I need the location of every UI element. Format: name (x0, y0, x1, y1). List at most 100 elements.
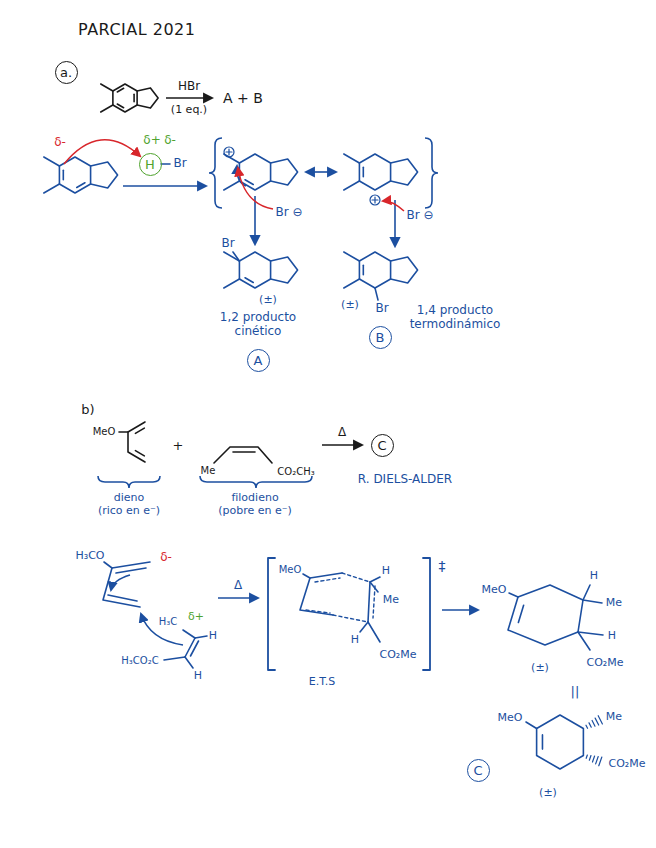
bond-line (135, 451, 144, 456)
chem-label: MeO (498, 712, 523, 725)
chem-label: Br ⊖ (406, 209, 433, 223)
ring-bond (537, 715, 584, 769)
bond-line (245, 278, 253, 283)
hashed-wedge (589, 756, 591, 761)
ring-bond (91, 162, 118, 188)
bond-line (191, 641, 199, 656)
reaction-arrow (442, 609, 478, 611)
ring-bond (271, 257, 298, 283)
ring-bond (137, 88, 158, 108)
chem-label: Me (383, 594, 399, 607)
methyl-bond (101, 105, 113, 112)
methyl-bond (44, 184, 60, 193)
chem-label: Me (606, 597, 622, 610)
bond-line (104, 562, 112, 568)
page-title: PARCIAL 2021 (78, 20, 195, 39)
bond-line (108, 595, 137, 601)
chem-label: b) (81, 403, 94, 418)
bond-line (135, 428, 144, 433)
circled-label: A (247, 349, 270, 372)
curved-arrow (141, 614, 183, 645)
chem-label: (±) (341, 299, 359, 312)
bond-line (164, 657, 185, 660)
hashed-wedge (592, 756, 594, 762)
hashed-wedge (586, 725, 588, 728)
bracket (268, 558, 275, 670)
bond-line (333, 615, 368, 622)
reaction-arrow (394, 200, 396, 246)
bond-line (77, 183, 85, 188)
chem-label: Me (201, 465, 216, 477)
chem-label: H₃CO (75, 550, 104, 563)
chem-label: R. DIELS-ALDER (358, 473, 452, 487)
chem-label: H (590, 570, 598, 583)
bond-line (133, 94, 135, 101)
curved-arrow (238, 168, 273, 209)
chem-label: filodieno (pobre en e⁻) (218, 492, 292, 517)
chem-label: E.T.S (309, 676, 335, 689)
chem-label: CO₂Me (608, 758, 645, 771)
bond-line (370, 577, 380, 582)
chem-label: δ- (164, 134, 176, 148)
bracket (423, 558, 430, 670)
chem-label: || (571, 685, 580, 700)
methyl-bond (224, 279, 240, 288)
chem-label: 1,2 producto cinético (220, 311, 296, 339)
circled-label: a. (55, 61, 78, 84)
ring-bond (508, 585, 583, 645)
bond-line (375, 288, 378, 300)
ring-bond (239, 252, 270, 288)
chem-label: δ+ (188, 611, 204, 624)
node-text: a. (60, 65, 72, 80)
methyl-bond (101, 84, 113, 91)
bond-line (360, 622, 368, 632)
chem-label: Δ (338, 426, 346, 440)
bond-line (518, 605, 523, 622)
reaction-arrow (322, 444, 362, 446)
charge-symbol (228, 149, 229, 155)
bond-line (303, 574, 310, 578)
hashed-wedge (598, 716, 602, 724)
circled-label: H (139, 153, 162, 176)
hashed-wedge (586, 755, 587, 758)
hashed-wedge (599, 757, 602, 766)
chem-label: A + B (223, 90, 263, 106)
node-text: H (145, 157, 155, 172)
methyl-bond (224, 154, 240, 163)
chem-label: Me (606, 711, 622, 724)
bond-line (300, 573, 342, 615)
ring-bond (271, 159, 298, 185)
ring-bond (359, 252, 390, 288)
node-text: C (473, 763, 482, 778)
charge-symbol (374, 197, 375, 203)
ring-bond (59, 157, 90, 193)
chem-label: CO₂Me (586, 657, 623, 670)
circled-label: B (369, 326, 392, 349)
charge-symbol (224, 147, 234, 157)
methyl-bond (344, 252, 360, 261)
chem-label: CO₂CH₃ (277, 466, 314, 478)
chem-label: δ- (54, 136, 66, 150)
chem-label: H (209, 630, 217, 643)
chem-label: H (194, 670, 202, 683)
bond-line (368, 622, 380, 642)
bond-line (117, 88, 123, 92)
chem-label: MeO (93, 426, 116, 438)
chem-label: H₃CO₂C (121, 655, 158, 667)
circled-label: C (371, 434, 394, 457)
reaction-arrow (218, 597, 258, 599)
chem-label: Br ⊖ (275, 206, 302, 220)
bond-line (363, 167, 365, 176)
bond-line (103, 562, 150, 607)
reaction-arrow (123, 185, 206, 187)
curved-arrow (64, 140, 140, 164)
ring-bond (391, 257, 418, 283)
bond-line (214, 447, 272, 463)
chem-label: Br (375, 302, 388, 316)
chem-label: δ+ (143, 134, 160, 148)
methyl-bond (224, 181, 240, 190)
chem-label: MeO (482, 584, 507, 597)
node-text: A (254, 353, 263, 368)
